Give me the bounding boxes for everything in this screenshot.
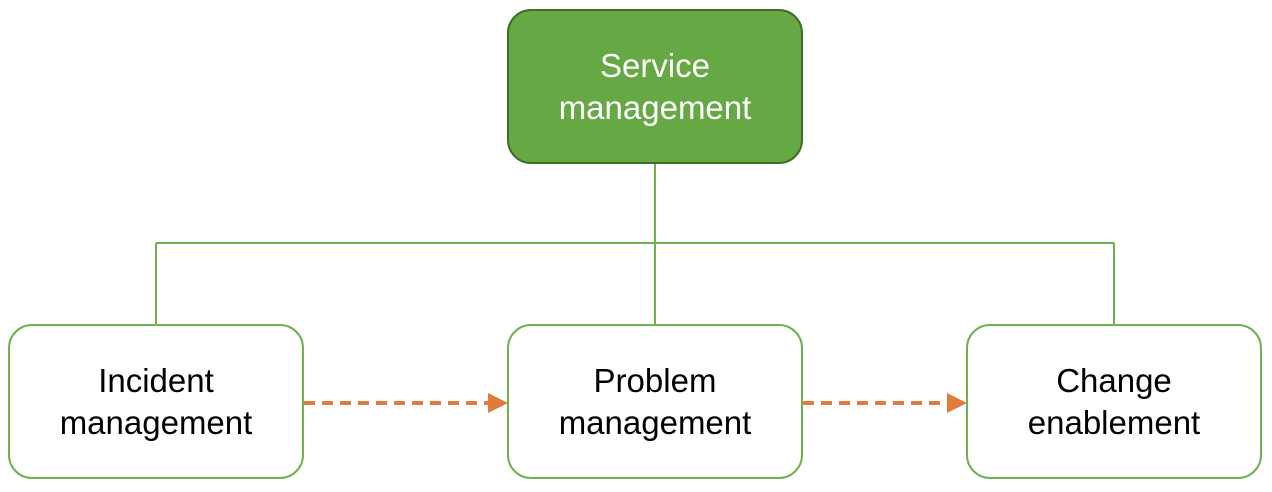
incident-management-node: Incident management bbox=[8, 324, 304, 479]
change-enablement-label: Change enablement bbox=[1027, 361, 1201, 441]
incident-management-label: Incident management bbox=[59, 361, 253, 441]
change-enablement-node: Change enablement bbox=[966, 324, 1262, 479]
problem-management-label: Problem management bbox=[558, 361, 752, 441]
service-management-node: Service management bbox=[507, 9, 803, 164]
problem-management-node: Problem management bbox=[507, 324, 803, 479]
service-management-label: Service management bbox=[558, 46, 752, 126]
